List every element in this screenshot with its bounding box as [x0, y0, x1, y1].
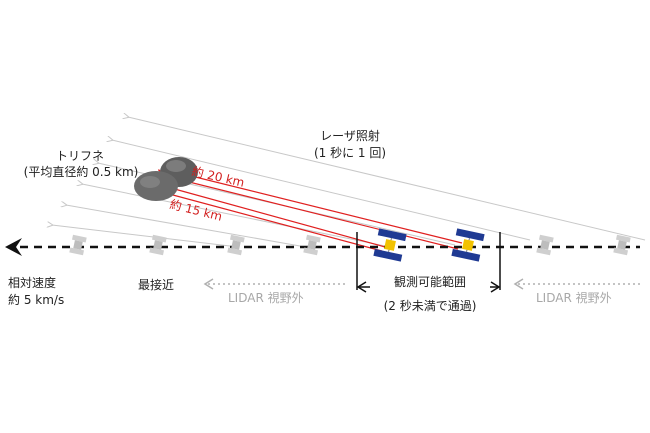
laser-line [52, 225, 231, 247]
ghost-spacecraft-icon [536, 234, 554, 256]
distance-line-far [166, 169, 463, 244]
out-of-view-left-label: LIDAR 視野外 [228, 291, 304, 305]
trajectory [5, 238, 640, 256]
closest-approach-label: 最接近 [138, 278, 175, 292]
observable-range-title: 観測可能範囲 [370, 274, 490, 290]
ghost-spacecraft-icon [303, 234, 321, 256]
distance-line-near [159, 184, 386, 248]
laser-rate: (1 秒に 1 回) [313, 146, 387, 160]
ghost-spacecraft-icon [227, 234, 245, 256]
laser-line [66, 205, 301, 247]
laser-line [112, 140, 531, 241]
velocity-label: 相対速度 [8, 276, 57, 290]
ghost-spacecraft-icon [613, 234, 631, 256]
laser-line [82, 184, 386, 247]
out-of-view-right-label: LIDAR 視野外 [536, 291, 612, 305]
asteroid-icon [134, 157, 198, 201]
out-of-view-arrows [203, 278, 640, 290]
laser-line [128, 117, 646, 241]
spacecraft-icon [450, 227, 486, 263]
distance-line-far-return [165, 176, 459, 250]
trajectory-arrowhead-icon [5, 238, 22, 256]
ghost-spacecraft-icon [149, 234, 167, 256]
active-spacecraft-group [372, 227, 486, 263]
velocity-value: 約 5 km/s [8, 293, 65, 307]
ghost-spacecraft-icon [69, 234, 87, 256]
distance-line-near-return [158, 191, 383, 252]
distance-lines [158, 169, 463, 252]
observable-range-note: (2 秒未満で通過) [383, 299, 477, 313]
asteroid-name: トリフネ [55, 149, 104, 163]
asteroid-size-note: (平均直径約 0.5 km) [23, 165, 139, 179]
laser-title: レーザ照射 [320, 129, 380, 143]
